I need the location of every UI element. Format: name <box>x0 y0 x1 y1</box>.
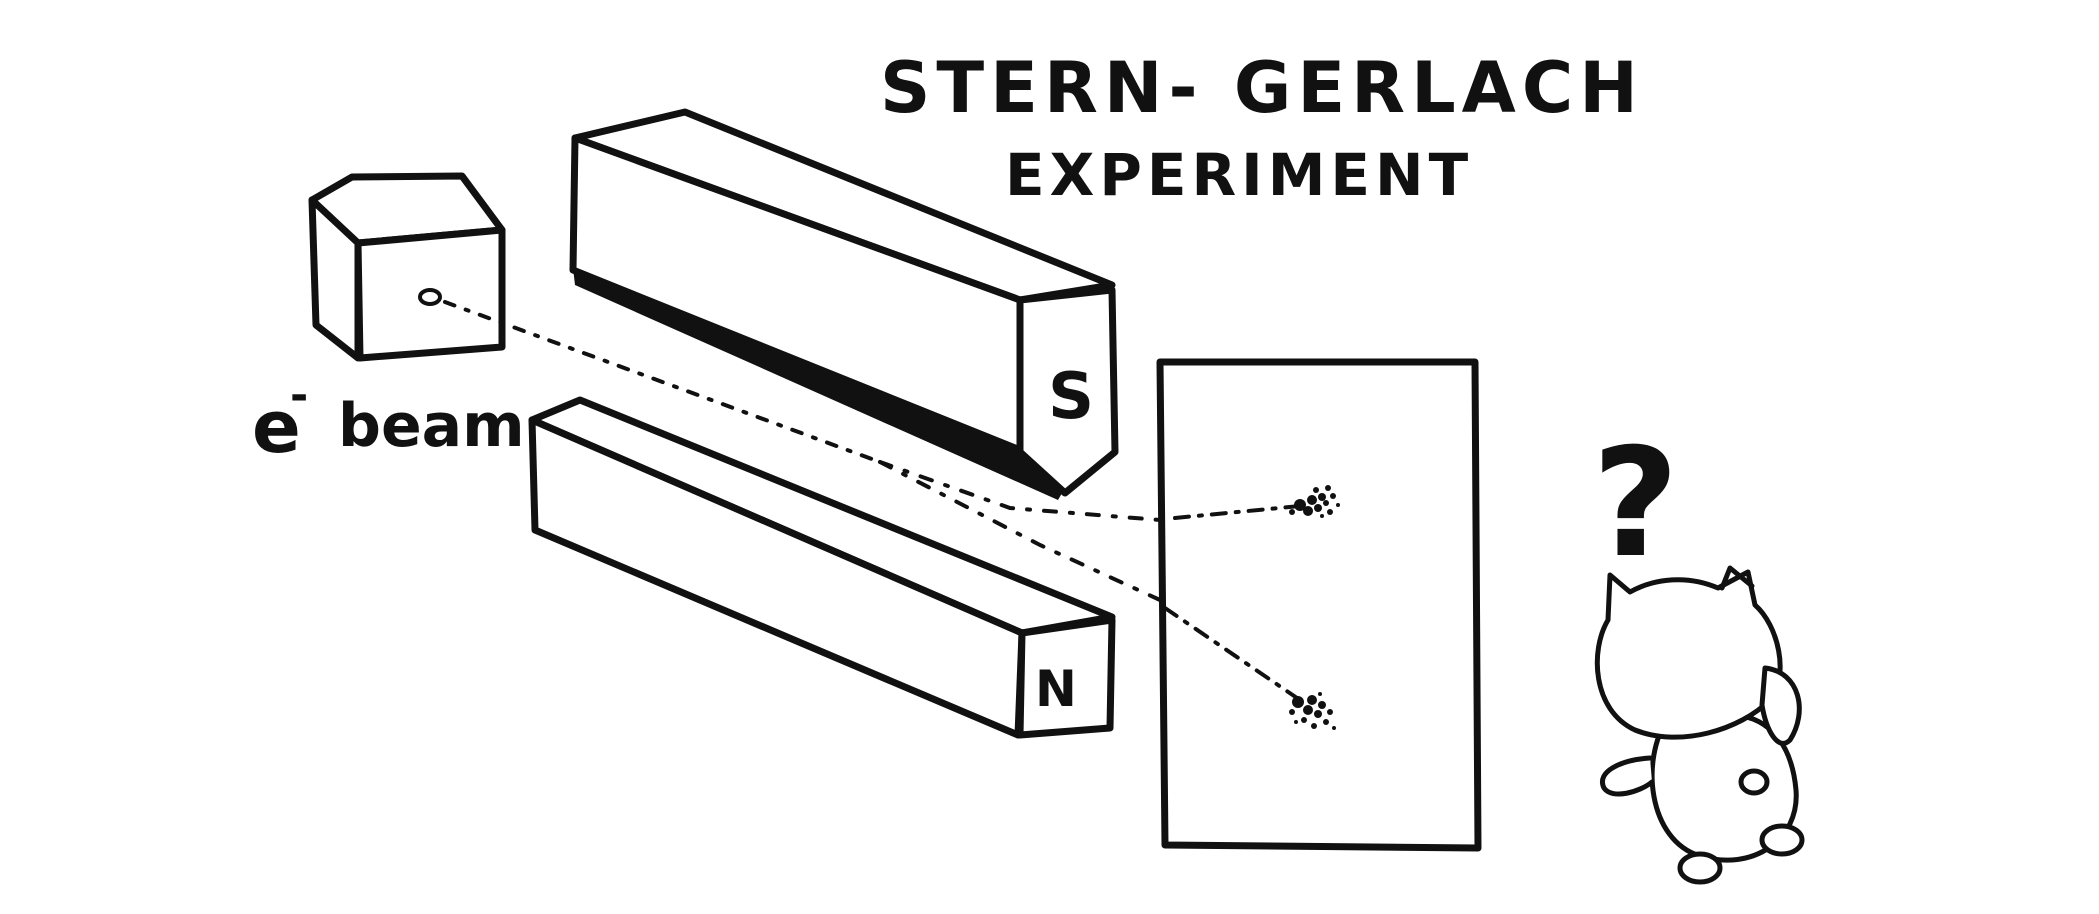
electron-beam <box>443 300 1162 602</box>
beam-lower-on-screen <box>1163 606 1302 702</box>
electron-source-box <box>308 172 506 362</box>
pole-label-north: N <box>1035 660 1077 718</box>
beam-label: e - beam <box>252 370 525 469</box>
beam-label-superscript: - <box>290 370 308 421</box>
detection-spot-lower <box>1289 692 1336 730</box>
cat-foot-right <box>1759 823 1805 857</box>
title-line-2: EXPERIMENT <box>1005 141 1473 209</box>
magnet-south-end <box>1016 286 1119 497</box>
beam-incoming <box>443 300 882 464</box>
cat-paw-raised <box>1759 665 1802 746</box>
screen-panel <box>1156 358 1482 852</box>
beam-label-word: beam <box>338 391 525 461</box>
beam-lower-branch <box>878 460 1162 602</box>
beam-upper-on-screen <box>1173 504 1302 520</box>
pole-label-south: S <box>1048 360 1094 434</box>
beam-upper-branch <box>878 460 1162 522</box>
source-box-front <box>354 226 506 362</box>
source-aperture <box>418 288 442 306</box>
magnet-south: S <box>569 108 1119 500</box>
question-mark: ? <box>1592 417 1679 591</box>
observer-cat: ? <box>1592 417 1805 885</box>
magnet-north: N <box>528 396 1116 739</box>
magnet-north-end <box>1016 616 1116 739</box>
cat-tail-spot <box>1738 768 1770 796</box>
title-line-1: STERN- GERLACH <box>880 47 1644 129</box>
detection-spot-upper <box>1289 485 1340 518</box>
beam-label-symbol: e <box>252 385 301 469</box>
cat-ear-right <box>1719 565 1755 591</box>
detector-screen <box>1156 358 1482 852</box>
cat-arm-left <box>1600 755 1655 797</box>
diagram-title: STERN- GERLACH EXPERIMENT <box>880 47 1644 209</box>
cat-head <box>1594 569 1783 740</box>
cat-foot-left <box>1677 851 1723 885</box>
magnet-south-underside <box>573 268 1065 500</box>
